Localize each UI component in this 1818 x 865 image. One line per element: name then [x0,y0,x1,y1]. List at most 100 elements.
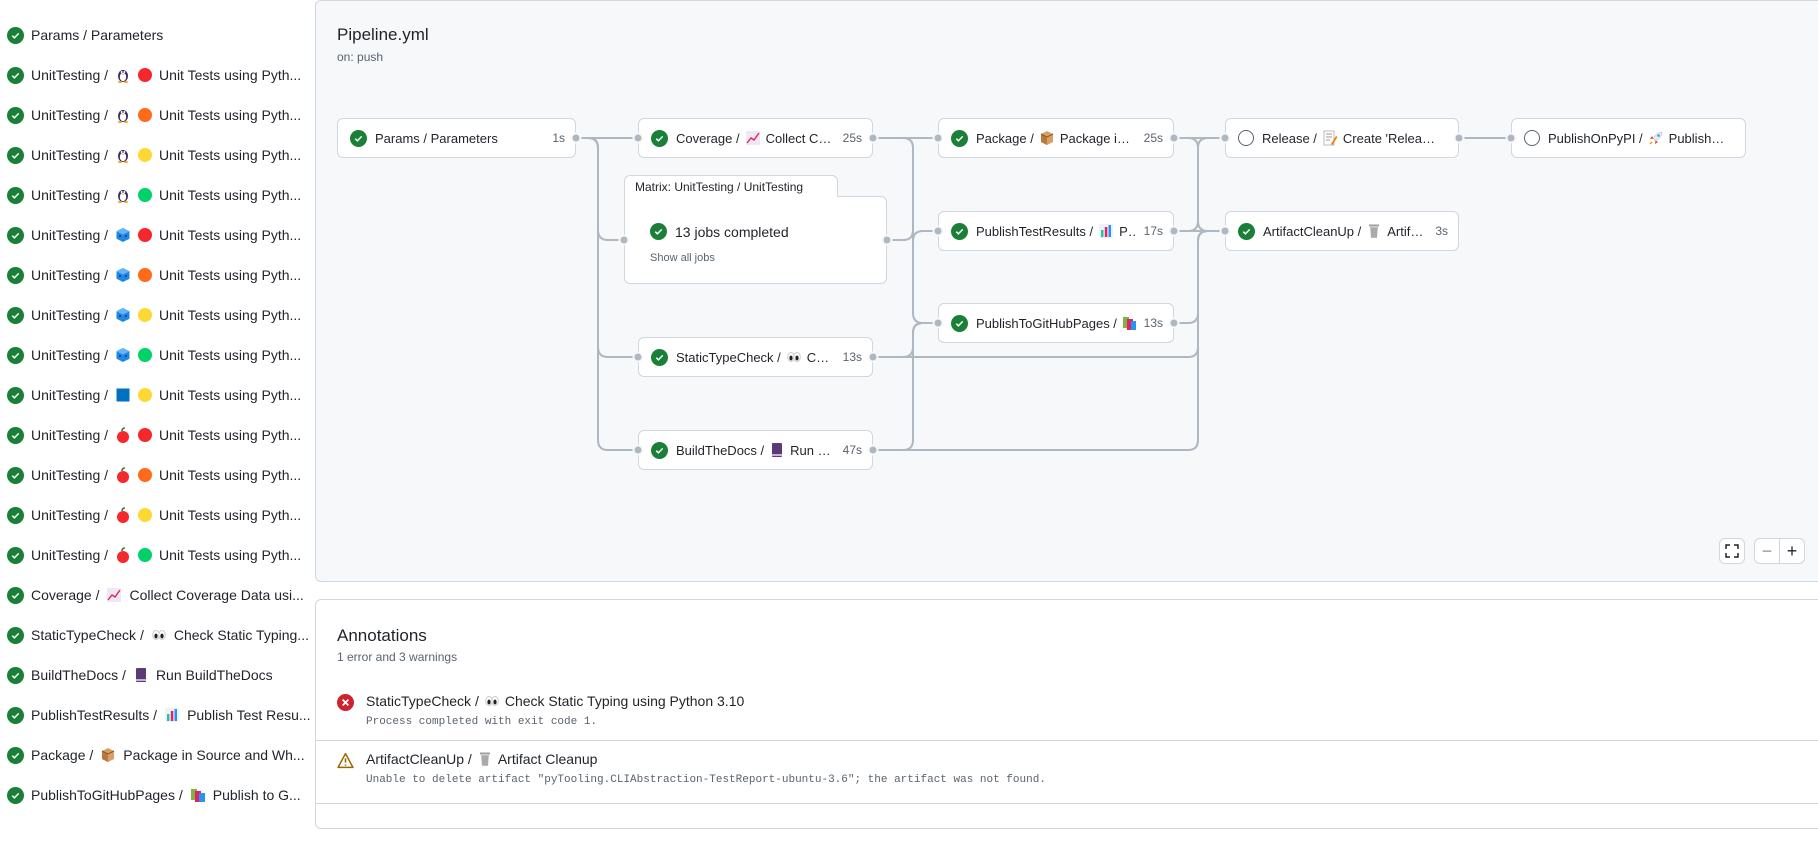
node-label: Create 'Release P... [1343,131,1440,146]
annotation-job[interactable]: ArtifactCleanUp / [366,751,472,767]
success-check-icon [651,349,668,366]
success-check-icon [7,387,24,404]
success-check-icon [651,130,668,147]
windows-cube-icon [115,267,131,283]
sidebar-job-item[interactable]: UnitTesting /Unit Tests using Pyth... [7,63,307,87]
sidebar-job-item[interactable]: StaticTypeCheck /Check Static Typing... [7,623,307,647]
annotation-title[interactable]: Check Static Typing using Python 3.10 [505,693,744,709]
sidebar-job-item[interactable]: UnitTesting /Unit Tests using Pyth... [7,463,307,487]
node-job: PublishToGitHubPages / [976,316,1117,331]
job-node-ptghp[interactable]: PublishToGitHubPages /...13s [938,303,1174,343]
node-job: Release / [1262,131,1317,146]
job-step-label: Collect Coverage Data usi... [129,587,303,603]
success-check-icon [7,27,24,44]
annotation-error[interactable]: StaticTypeCheck / Check Static Typing usi… [316,683,1818,745]
job-node-stc[interactable]: StaticTypeCheck /Chec...13s [638,337,873,377]
sidebar-job-item[interactable]: Package /Package in Source and Wh... [7,743,307,767]
sidebar-job-item[interactable]: UnitTesting /Unit Tests using Pyth... [7,183,307,207]
sidebar-job-item[interactable]: UnitTesting /Unit Tests using Pyth... [7,103,307,127]
job-node-params[interactable]: Params / Parameters1s [337,118,576,158]
job-node-ptr[interactable]: PublishTestResults /Pu...17s [938,211,1174,251]
annotation-job[interactable]: StaticTypeCheck / [366,693,479,709]
notebook-icon [133,667,149,683]
zoom-in-button[interactable]: + [1779,538,1805,564]
sidebar-job-item[interactable]: UnitTesting /Unit Tests using Pyth... [7,543,307,567]
annotations-count: 1 error and 3 warnings [337,650,457,664]
job-step-label: Unit Tests using Pyth... [159,347,301,363]
python-version-dot [138,548,152,562]
annotations-panel: Annotations 1 error and 3 warnings Stati… [315,599,1818,829]
sidebar-job-item[interactable]: BuildTheDocs /Run BuildTheDocs [7,663,307,687]
job-name: UnitTesting / [31,67,108,83]
job-name: Coverage / [31,587,99,603]
job-node-release[interactable]: Release / Create 'Release P... [1225,118,1459,158]
success-check-icon [7,307,24,324]
sidebar-job-item[interactable]: UnitTesting /Unit Tests using Pyth... [7,423,307,447]
eyes-icon [786,349,802,365]
node-job: BuildTheDocs / [676,443,764,458]
sidebar-job-item[interactable]: UnitTesting /Unit Tests using Pyth... [7,263,307,287]
sidebar-job-item[interactable]: PublishTestResults /Publish Test Resu... [7,703,307,727]
success-check-icon [7,107,24,124]
chart-increasing-icon [745,130,761,146]
graph-edge [1174,138,1225,231]
job-step-label: Package in Source and Wh... [123,747,304,763]
workflow-title: Pipeline.yml [337,25,429,45]
sidebar-job-item[interactable]: UnitTesting /Unit Tests using Pyth... [7,503,307,527]
wastebasket-icon [477,751,493,767]
eyes-icon [151,627,167,643]
job-step-label: Unit Tests using Pyth... [159,307,301,323]
sidebar-job-item[interactable]: UnitTesting /Unit Tests using Pyth... [7,343,307,367]
notebook-icon [769,442,785,458]
node-label: Package in So... [1060,131,1136,146]
annotation-warning[interactable]: ArtifactCleanUp /Artifact Cleanup Unable… [316,740,1818,802]
show-all-jobs-link[interactable]: Show all jobs [650,252,715,264]
annotation-divider [316,803,1818,865]
sidebar-job-item[interactable]: UnitTesting /Unit Tests using Pyth... [7,223,307,247]
node-duration: 47s [843,443,862,457]
matrix-tab-label: Matrix: UnitTesting / UnitTesting [624,175,838,197]
rocket-icon [1648,130,1664,146]
python-version-dot [138,68,152,82]
success-check-icon [7,707,24,724]
sidebar-job-item[interactable]: UnitTesting /Unit Tests using Pyth... [7,143,307,167]
success-check-icon [7,187,24,204]
macos-apple-icon [115,547,131,563]
linux-penguin-icon [115,107,131,123]
node-job: PublishTestResults / [976,224,1093,239]
success-check-icon [7,427,24,444]
job-step-label: Publish Test Resu... [187,707,310,723]
chart-increasing-icon [106,587,122,603]
node-label: Collect Cove... [766,131,835,146]
node-duration: 1s [552,131,565,145]
sidebar-job-item[interactable]: Params / Parameters [7,23,307,47]
annotation-title[interactable]: Artifact Cleanup [498,751,598,767]
job-node-pypi[interactable]: PublishOnPyPI /Publish to ... [1511,118,1746,158]
node-duration: 25s [1144,131,1163,145]
books-icon [1122,315,1136,331]
zoom-out-button[interactable]: − [1754,538,1780,564]
warning-triangle-icon [337,752,354,769]
sidebar-job-item[interactable]: UnitTesting /Unit Tests using Pyth... [7,303,307,327]
job-step-label: Unit Tests using Pyth... [159,547,301,563]
job-node-package[interactable]: Package /Package in So...25s [938,118,1174,158]
sidebar-job-item[interactable]: UnitTesting /Unit Tests using Pyth... [7,383,307,407]
graph-edge [576,138,624,240]
job-node-coverage[interactable]: Coverage /Collect Cove...25s [638,118,873,158]
matrix-unittesting-node[interactable]: 13 jobs completed Show all jobs [624,196,887,284]
job-node-btd[interactable]: BuildTheDocs /Run Buil...47s [638,430,873,470]
fullscreen-button[interactable] [1719,538,1745,564]
linux-penguin-icon [115,147,131,163]
sidebar-job-item[interactable]: Coverage / Collect Coverage Data usi... [7,583,307,607]
memo-icon [1322,130,1338,146]
node-label: Pu... [1119,224,1136,239]
node-job: ArtifactCleanUp / [1263,224,1361,239]
job-name: UnitTesting / [31,387,108,403]
job-step-label: Unit Tests using Pyth... [159,227,301,243]
success-check-icon [7,467,24,484]
job-step-label: Publish to G... [213,787,301,803]
job-name: UnitTesting / [31,467,108,483]
sidebar-job-item[interactable]: PublishToGitHubPages /Publish to G... [7,783,307,807]
success-check-icon [951,315,968,332]
job-node-acu[interactable]: ArtifactCleanUp /Artifac...3s [1225,211,1459,251]
